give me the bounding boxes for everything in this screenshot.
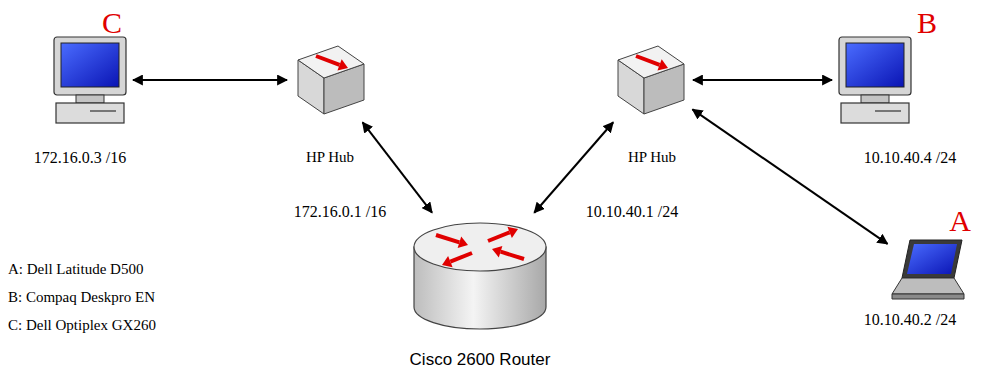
red-arrow-head: [657, 59, 668, 70]
red-arrow-shaft: [436, 235, 459, 242]
laptop-base: [892, 294, 964, 299]
monitor-screen: [846, 43, 904, 87]
ip-address: 172.16.0.3 /16: [34, 148, 126, 167]
interface-address: 10.10.40.1 /24: [584, 202, 680, 221]
monitor-screen: [61, 43, 119, 87]
device-name: HP Hub: [306, 148, 354, 166]
red-arrow-shaft: [488, 232, 510, 241]
system-unit: [841, 103, 909, 123]
interface-address: 172.16.0.1 /16: [292, 202, 388, 221]
monitor-stand: [76, 95, 104, 103]
desktop-computer: C172.16.0.3 /16: [50, 35, 130, 125]
network-link: [363, 122, 432, 212]
laptop-computer-icon: [890, 238, 965, 305]
host-model-note: C: Dell Optiplex GX260: [8, 316, 156, 334]
hub-top-face: [618, 46, 684, 78]
host-letter: A: [949, 203, 971, 239]
drive-slot: [875, 110, 901, 112]
laptop-screen: [907, 244, 957, 274]
router-device: Cisco 2600 Router: [410, 215, 550, 335]
host-model-note: A: Dell Latitude D500: [8, 260, 143, 278]
device-name: Cisco 2600 Router: [410, 350, 551, 370]
ip-address: 10.10.40.2 /24: [864, 310, 956, 329]
network-link: [534, 122, 613, 212]
desktop-computer: B10.10.40.4 /24: [835, 35, 915, 125]
hub-device-icon: [290, 40, 370, 120]
laptop-computer: A10.10.40.2 /24: [890, 238, 965, 305]
desktop-computer-icon: [50, 35, 130, 125]
red-arrow-shaft: [450, 253, 472, 262]
system-unit: [56, 103, 124, 123]
router-device-icon: [410, 215, 550, 335]
host-letter: C: [102, 5, 122, 41]
red-arrow-shaft: [636, 56, 660, 65]
desktop-computer-icon: [835, 35, 915, 125]
drive-slot: [90, 110, 116, 112]
network-link: [133, 79, 287, 81]
hub-top-face: [298, 46, 364, 78]
red-arrow-head: [492, 246, 502, 257]
host-model-note: B: Compaq Deskpro EN: [8, 288, 155, 306]
network-link: [693, 79, 832, 81]
router-top: [414, 223, 546, 271]
laptop-lid: [902, 240, 962, 278]
device-name: HP Hub: [628, 148, 676, 166]
red-arrow-shaft: [316, 56, 340, 65]
red-arrow-head: [507, 227, 518, 238]
host-letter: B: [917, 5, 937, 41]
ip-address: 10.10.40.4 /24: [864, 148, 956, 167]
hub-device: HP Hub: [610, 40, 690, 120]
laptop-keyboard: [892, 278, 964, 294]
monitor-stand: [861, 95, 889, 103]
monitor-bezel: [839, 37, 911, 95]
red-arrow-head: [458, 237, 468, 248]
red-arrow-head: [442, 256, 453, 267]
monitor-bezel: [54, 37, 126, 95]
red-arrow-shaft: [501, 252, 524, 259]
red-arrow-head: [337, 59, 348, 70]
hub-device: HP Hub: [290, 40, 370, 120]
network-link: [692, 109, 887, 244]
hub-device-icon: [610, 40, 690, 120]
